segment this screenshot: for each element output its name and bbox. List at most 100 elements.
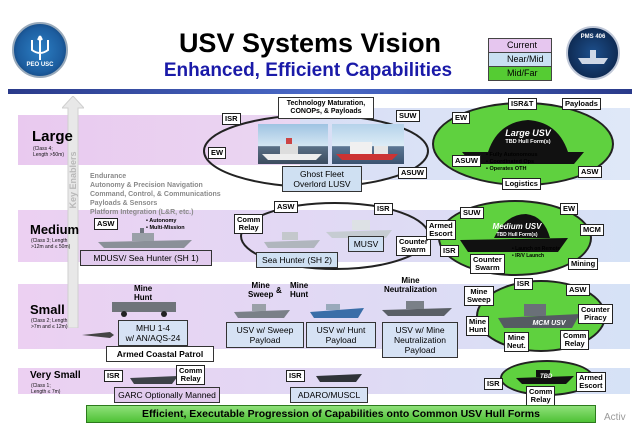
medium-usv-notes: • Launch on Remote • IR/V Launch xyxy=(512,246,560,260)
tier-large-name: Large xyxy=(32,128,73,145)
bullet-item: • Operates OTH xyxy=(486,166,527,172)
trailer-vehicle-icon xyxy=(112,302,176,317)
small-tag-mine-neutralization: Mine Neutralization xyxy=(384,276,437,294)
boat-icon xyxy=(382,301,452,316)
large-usv-name: Large USV xyxy=(505,128,551,138)
very-small-future-tag-comm-relay: Comm Relay xyxy=(526,386,556,406)
ship-silhouette-icon xyxy=(262,138,322,160)
usv-hunt-label: USV w/ Hunt Payload xyxy=(306,322,376,348)
right-logo-text: PMS 406 xyxy=(580,34,606,40)
enabler-item: Command, Control, & Communications xyxy=(90,191,221,198)
medium-tag-comm-relay: Comm Relay xyxy=(234,214,264,234)
tier-very-small-name: Very Small xyxy=(30,370,81,381)
small-future-tag-mine-hunt: Mine Hunt xyxy=(466,316,490,336)
small-tag-and: & xyxy=(276,286,282,295)
watermark: Activ xyxy=(604,412,626,423)
tier-small-class: (Class 2; Length >7m and ≤ 12m) xyxy=(31,318,68,330)
medium-future-tag-armed-escort: Armed Escort xyxy=(426,220,456,240)
garc-photo xyxy=(128,370,180,386)
towfish-icon xyxy=(82,332,114,338)
small-future-tag-comm-relay: Comm Relay xyxy=(560,330,590,350)
header-divider xyxy=(8,89,632,94)
trident-icon xyxy=(31,35,49,60)
adaro-label: ADARO/MUSCL xyxy=(290,387,368,403)
note-item: • Launch on Remote xyxy=(512,246,561,252)
medium-future-tag-suw: SUW xyxy=(460,207,484,219)
large-future-tag-asw: ASW xyxy=(578,166,602,178)
very-small-tag-comm-relay: Comm Relay xyxy=(176,365,206,385)
large-future-tag-payloads: Payloads xyxy=(562,98,601,110)
footer-banner: Efficient, Executable Progression of Cap… xyxy=(86,405,596,423)
sea-hunter-1-photo xyxy=(96,228,196,250)
key-enablers-label: Key Enablers xyxy=(68,151,78,209)
legend-near-mid: Near/Mid xyxy=(489,53,551,67)
sea-hunter-2-photo xyxy=(262,226,322,250)
note-item: • Autonomy xyxy=(146,218,177,224)
musv-label: MUSV xyxy=(348,236,384,252)
small-tag-mine-sweep: Mine Sweep xyxy=(248,281,274,299)
enabler-item: Autonomy & Precision Navigation xyxy=(90,182,203,189)
small-future-tag-isr: ISR xyxy=(514,278,533,290)
ship-emblem-icon xyxy=(578,50,608,64)
tech-maturation-box: Technology Maturation, CONOPs, & Payload… xyxy=(278,97,374,119)
sea-hunter-1-label: MDUSV/ Sea Hunter (SH 1) xyxy=(80,250,212,266)
large-tag-ew: EW xyxy=(208,147,227,159)
trimaran-icon xyxy=(264,232,320,248)
boat-icon xyxy=(234,304,290,318)
medium-future-tag-mining: Mining xyxy=(568,258,599,270)
garc-label: GARC Optionally Manned xyxy=(114,387,220,403)
medium-usv-name: Medium USV xyxy=(492,222,542,231)
enabler-item: Endurance xyxy=(90,173,127,180)
small-tag-mine-hunt-1: Mine Hunt xyxy=(134,284,153,302)
medium-future-tag-ew: EW xyxy=(560,203,579,215)
enablers-list: Endurance Autonomy & Precision Navigatio… xyxy=(90,172,221,217)
ghost-fleet-label: Ghost Fleet Overlord LUSV xyxy=(282,166,362,192)
page-subtitle: Enhanced, Efficient Capabilities xyxy=(163,60,453,81)
mcm-usv-name: MCM USV xyxy=(532,320,566,327)
small-future-tag-counter-piracy: Counter Piracy xyxy=(578,304,613,324)
legend-current: Current xyxy=(489,39,551,53)
left-logo: PEO USC xyxy=(12,22,68,78)
key-enablers-arrow xyxy=(62,96,84,328)
note-item: • IR/V Launch xyxy=(512,253,545,259)
tier-small-name: Small xyxy=(30,302,65,317)
left-logo-text: PEO USC xyxy=(26,62,54,68)
medium-tag-counter-swarm: Counter Swarm xyxy=(396,236,431,256)
ghost-fleet-ship-photo-2 xyxy=(332,124,404,164)
mcm-usv-silhouette xyxy=(498,304,580,328)
usv-sweep-label: USV w/ Sweep Payload xyxy=(226,322,304,348)
usv-hunt-photo xyxy=(308,300,366,320)
large-future-tag-isrt: ISR&T xyxy=(508,98,537,110)
armed-coastal-patrol-label: Armed Coastal Patrol xyxy=(106,346,214,362)
legend: Current Near/Mid Mid/Far xyxy=(488,38,552,81)
very-small-tag-isr-2: ISR xyxy=(286,370,305,382)
right-logo: PMS 406 xyxy=(566,26,620,80)
large-usv-sub: TBD Hull Form(s) xyxy=(505,139,551,145)
trimaran-icon xyxy=(98,228,192,248)
tier-large-class: (Class 4; Length >50m) xyxy=(33,146,64,158)
enabler-item: Payloads & Sensors xyxy=(90,200,158,207)
large-tag-isr: ISR xyxy=(222,113,241,125)
tier-medium-name: Medium xyxy=(30,222,80,237)
ship-silhouette-icon xyxy=(336,142,398,160)
medium-future-tag-isr: ISR xyxy=(440,245,459,257)
adaro-photo xyxy=(314,368,364,384)
small-future-tag-mine-neut: Mine Neut. xyxy=(504,332,529,352)
legend-mid-far: Mid/Far xyxy=(489,67,551,80)
note-item: • Multi-Mission xyxy=(146,225,185,231)
medium-tag-asw-left: ASW xyxy=(94,218,118,230)
large-future-tag-asuw: ASUW xyxy=(452,155,481,167)
mhu-label: MHU 1-4 w/ AN/AQS-24 xyxy=(118,320,188,346)
medium-tag-asw: ASW xyxy=(274,201,298,213)
large-future-tag-ew: EW xyxy=(452,112,471,124)
very-small-usv-name: TBD xyxy=(540,374,553,380)
very-small-tag-isr-1: ISR xyxy=(104,370,123,382)
enabler-item: Platform Integration (L&R, etc.) xyxy=(90,209,194,216)
medium-usv-silhouette xyxy=(460,214,568,252)
medium-future-tag-counter-swarm: Counter Swarm xyxy=(470,254,505,274)
boat-icon xyxy=(316,374,362,382)
large-tag-suw: SUW xyxy=(396,110,420,122)
boat-icon xyxy=(310,304,364,318)
bullet-item: • Coordinated Ops xyxy=(486,159,535,165)
medium-tag-isr: ISR xyxy=(374,203,393,215)
